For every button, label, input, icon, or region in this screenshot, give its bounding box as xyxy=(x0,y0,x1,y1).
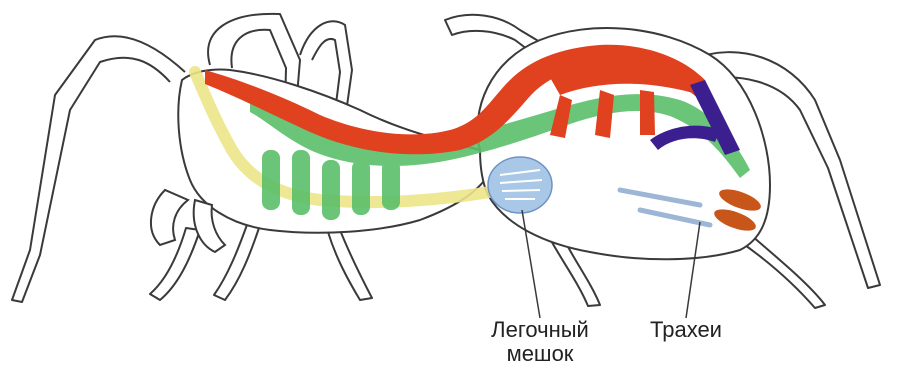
gut-diverticulum-3 xyxy=(322,160,340,220)
heart-ostia-3 xyxy=(640,90,655,135)
gut-diverticulum-4 xyxy=(352,160,370,215)
lung-label: Легочный мешок xyxy=(470,318,610,366)
lung-sac xyxy=(488,157,552,213)
book-lung xyxy=(488,157,552,213)
leg-8 xyxy=(214,222,260,300)
trachea-label: Трахеи xyxy=(636,318,736,342)
gut-diverticulum-5 xyxy=(382,160,400,210)
lung-label-line1: Легочный xyxy=(470,318,610,342)
lung-label-line2: мешок xyxy=(470,342,610,366)
gut-diverticulum-2 xyxy=(292,150,310,215)
leg-1 xyxy=(12,36,185,302)
leg-9 xyxy=(328,230,372,300)
gut-diverticulum-1 xyxy=(262,150,280,210)
